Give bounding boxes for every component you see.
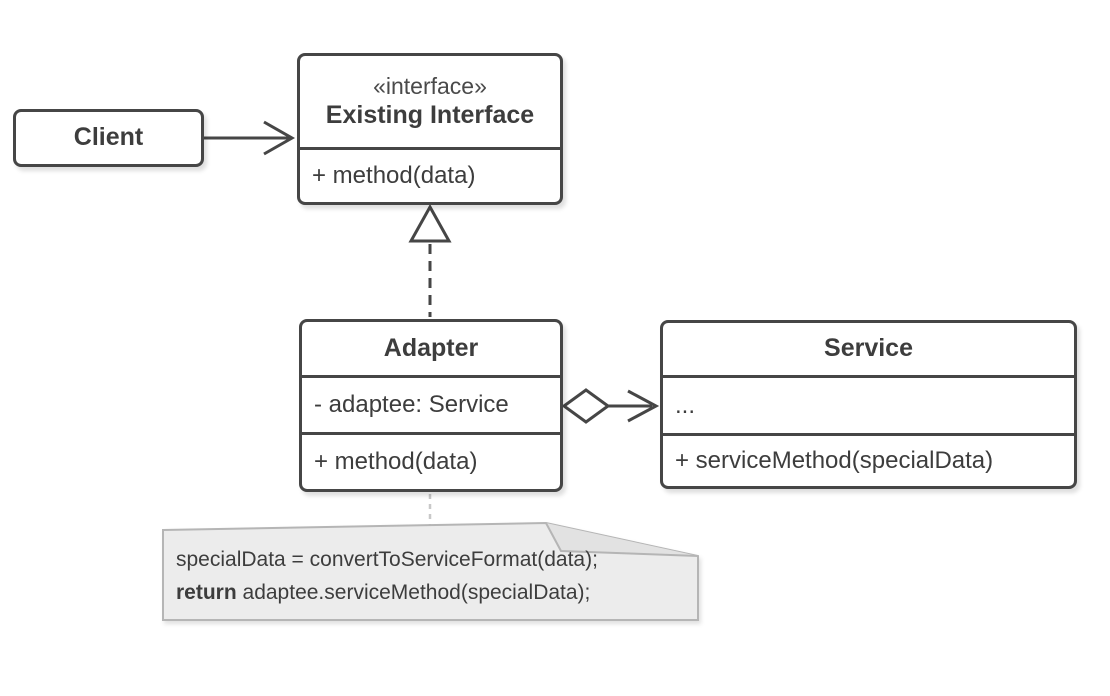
class-box-service: Service ... + serviceMethod(specialData) [660,320,1077,489]
class-name-label: Client [73,123,144,152]
code-note-text: specialData = convertToServiceFormat(dat… [176,543,691,609]
class-title-client: Client [16,112,201,164]
class-name-label: Adapter [383,333,479,362]
method-row: + method(data) [302,432,560,489]
note-fold-icon [545,522,699,557]
class-box-adapter: Adapter - adaptee: Service + method(data… [299,319,563,492]
note-keyword: return [176,581,237,604]
method-label: + method(data) [312,162,476,189]
hollow-triangle-icon [408,203,452,243]
open-arrowhead-icon [627,389,660,423]
hollow-diamond-icon [561,388,611,424]
class-name-label: Existing Interface [325,101,535,130]
class-box-client: Client [13,109,204,167]
class-name-label: Service [824,334,913,363]
aggregation-adapter-service [561,388,660,424]
method-row: + method(data) [300,147,560,202]
class-box-existing-interface: «interface» Existing Interface + method(… [297,53,563,205]
attribute-row: ... [663,375,1074,433]
note-line-2-rest: adaptee.serviceMethod(specialData); [236,581,591,604]
attribute-label: - adaptee: Service [314,391,509,418]
realization-adapter-interface [408,203,452,317]
attribute-label: ... [675,391,696,419]
class-title-existing-interface: «interface» Existing Interface [300,56,560,147]
note-line-2: return adaptee.serviceMethod(specialData… [176,576,691,609]
association-client-interface [204,120,296,156]
code-note-shape [162,521,699,621]
method-label: + serviceMethod(specialData) [675,447,994,474]
class-title-service: Service [663,323,1074,375]
method-label: + method(data) [314,448,478,475]
attribute-row: - adaptee: Service [302,375,560,432]
class-title-adapter: Adapter [302,322,560,375]
note-line-1: specialData = convertToServiceFormat(dat… [176,548,598,571]
stereotype-label: «interface» [373,72,487,99]
open-arrowhead-icon [263,120,296,156]
method-row: + serviceMethod(specialData) [663,433,1074,486]
